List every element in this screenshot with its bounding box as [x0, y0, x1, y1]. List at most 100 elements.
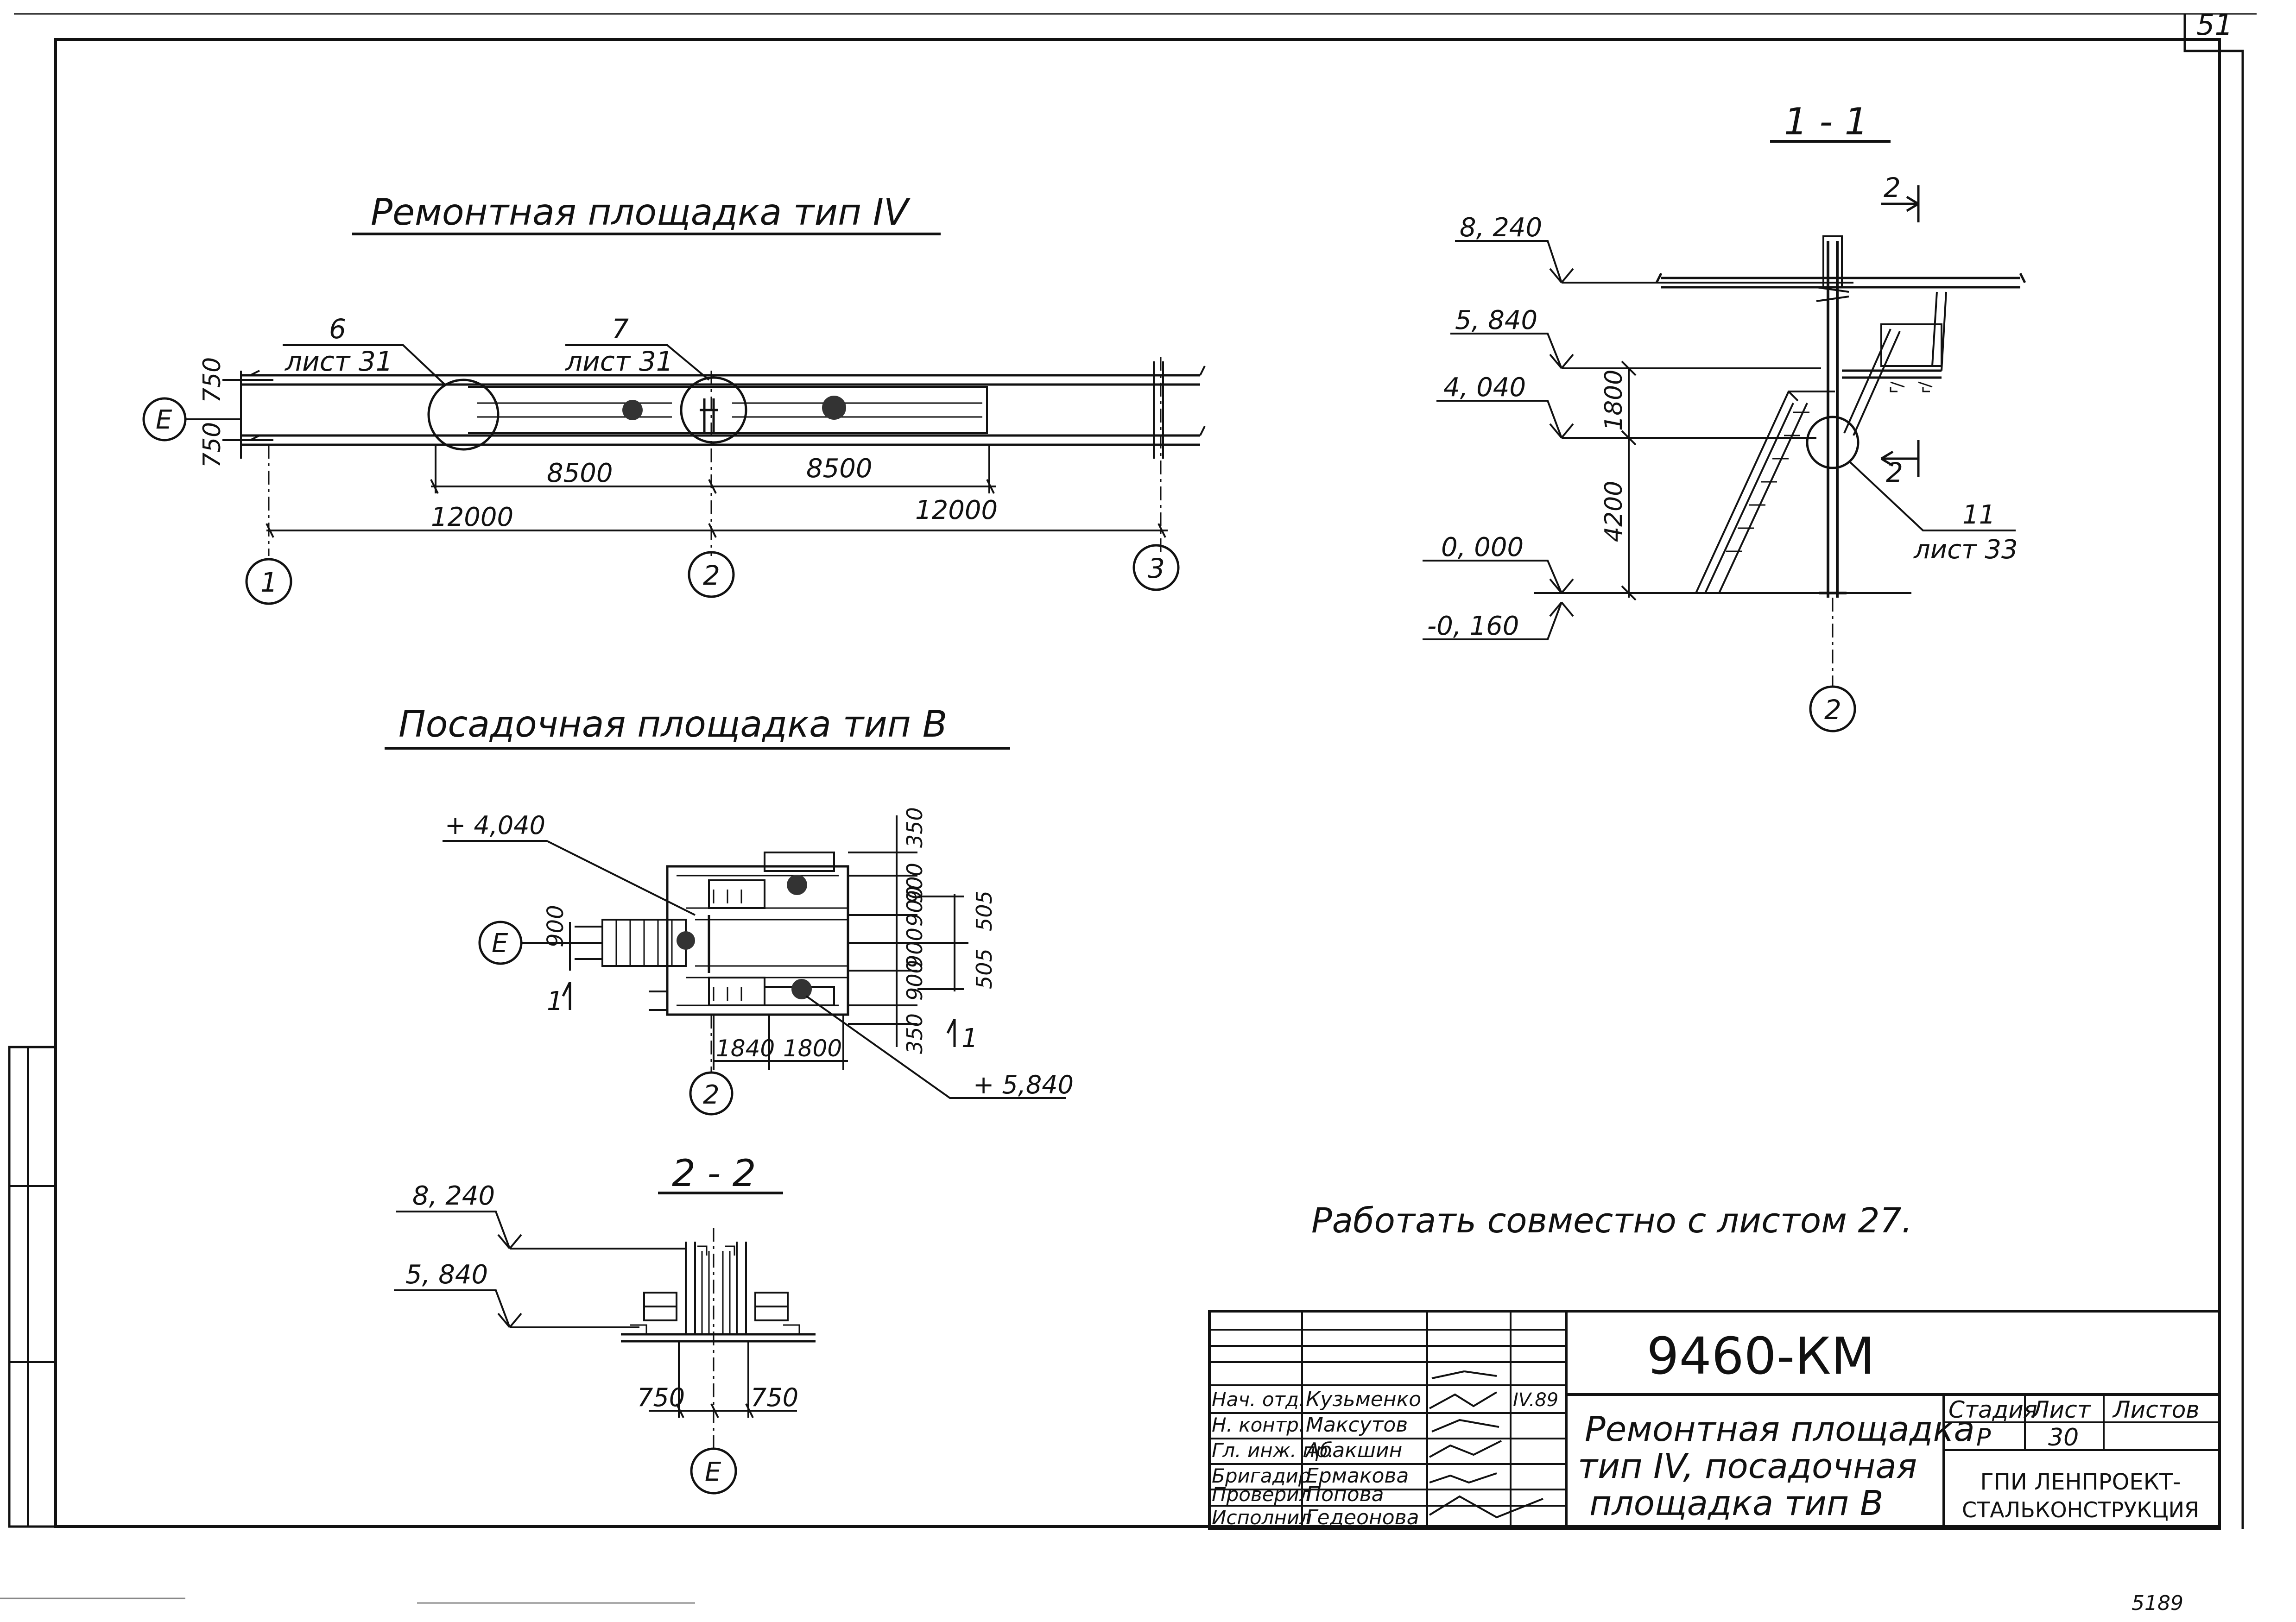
axis-bubble-1	[245, 558, 292, 605]
section-1-1-level-8240: 8, 240	[1460, 213, 1542, 243]
landing-platform-title: Посадочная площадка тип В	[398, 704, 947, 745]
landing-dim-far-right-2: 505	[972, 948, 997, 989]
repair-platform-title: Ремонтная площадка тип IV	[371, 192, 911, 234]
section-1-1-level-5840: 5, 840	[1455, 305, 1537, 335]
axis-bubble-3	[1132, 544, 1180, 591]
landing-dim-right-4: 900	[902, 928, 927, 968]
axis-bubble-2	[688, 551, 735, 598]
grating-hatch	[677, 931, 695, 950]
landing-dim-right-6: 350	[902, 1013, 927, 1054]
section-1-1-cut-mark-bottom: 2	[1886, 457, 1903, 488]
section-2-2-title: 2 - 2	[672, 1152, 756, 1195]
section-1-1-dim-1800: 1800	[1600, 370, 1628, 431]
axis-3-label: 3	[1148, 553, 1165, 584]
grating-hatch	[787, 875, 807, 895]
title-block-sheet-header: Лист	[2031, 1396, 2092, 1423]
landing-dim-far-right-1: 505	[972, 890, 997, 931]
signature-table: Нач. отд.Кузьменко IV.89 Н. контр.Максутов…	[1212, 1388, 1558, 1529]
signature-role: Гл. инж. пр.	[1212, 1439, 1334, 1462]
dim-8500-left: 8500	[547, 458, 613, 488]
axis-row-label: Е	[156, 405, 172, 435]
dim-750-top: 750	[198, 357, 226, 403]
section-2-2-axis-bubble	[690, 1447, 737, 1495]
signature-role: Н. контр.	[1212, 1414, 1305, 1436]
signature-role: Бригадир	[1212, 1464, 1311, 1487]
title-block-description-line3: площадка тип В	[1589, 1483, 1884, 1523]
level-plus-4040: + 4,040	[445, 811, 545, 840]
callout-11-number: 11	[1962, 500, 1995, 530]
section-1-1-axis-label: 2	[1824, 694, 1841, 726]
axis-2-label: 2	[703, 560, 720, 591]
callout-circle-6	[427, 379, 500, 451]
landing-dim-right-2: 900	[902, 863, 927, 903]
landing-dim-1800: 1800	[783, 1035, 842, 1062]
landing-axis-col-bubble	[689, 1071, 734, 1116]
callout-11-ref: лист 33	[1913, 535, 2018, 565]
platform-beams	[241, 361, 1206, 459]
callout-6-number: 6	[329, 313, 346, 345]
section-2-2-dim-750-left: 750	[637, 1383, 685, 1412]
dim-12000-left: 12000	[431, 502, 513, 532]
section-2-2-axis-label: Е	[705, 1457, 721, 1487]
landing-dim-1840: 1840	[716, 1035, 775, 1062]
level-plus-5840: + 5,840	[973, 1070, 1074, 1099]
title-block-organization-line2: СТАЛЬКОНСТРУКЦИЯ	[1962, 1497, 2199, 1522]
archive-number: 5189	[2132, 1591, 2183, 1615]
section-1-1-axis-bubble	[1809, 685, 1856, 732]
section-1-1-title: 1 - 1	[1784, 100, 1868, 143]
signature-role: Исполнил	[1212, 1506, 1312, 1529]
title-block-stage-value: Р	[1976, 1424, 1991, 1452]
title-block-sheets-header: Листов	[2112, 1396, 2200, 1423]
title-block: Нач. отд.Кузьменко IV.89 Н. контр.Максутов…	[1208, 1310, 2221, 1530]
signature-name: Максутов	[1306, 1413, 1408, 1437]
grating-hatch	[822, 396, 846, 420]
signature-role: Проверил	[1212, 1483, 1311, 1506]
section-2-2-level-5840: 5, 840	[405, 1260, 488, 1290]
landing-section-mark-right: 1	[961, 1023, 978, 1054]
section-1-1: 1 - 1 8, 240 5, 840 4, 040 0, 000 -0, 16…	[1423, 100, 2026, 732]
signature-role: Нач. отд.	[1212, 1388, 1305, 1411]
landing-structure	[575, 852, 849, 1016]
grating-hatch	[622, 400, 643, 420]
callout-7-ref: лист 31	[565, 346, 673, 377]
landing-dim-right-5: 900	[902, 960, 927, 1001]
landing-section-mark-left: 1	[547, 986, 563, 1016]
dim-8500-right: 8500	[806, 454, 873, 484]
landing-platform-plan: Посадочная площадка тип В + 4,040 Е 900	[385, 704, 1074, 1116]
section-2-2: 2 - 2 8, 240 5, 840 750 750 Е	[394, 1152, 816, 1495]
callout-6-ref: лист 31	[285, 346, 393, 377]
landing-axis-col-label: 2	[703, 1080, 720, 1110]
callout-circle-11	[1806, 416, 1860, 469]
landing-dim-right-1: 350	[902, 807, 927, 848]
dim-12000-right: 12000	[915, 495, 998, 525]
section-1-1-level-4040: 4, 040	[1443, 372, 1526, 403]
repair-platform-plan: Ремонтная площадка тип IV 6 лист 31 7 ли…	[142, 192, 1206, 605]
drawing-note: Работать совместно с листом 27.	[1311, 1201, 1912, 1241]
grating-hatch	[791, 979, 812, 999]
sheet-number-corner: 51	[2196, 8, 2233, 42]
landing-dim-left-900: 900	[543, 905, 569, 947]
callout-circle-7	[680, 376, 747, 444]
sheet-frame	[0, 13, 2257, 1604]
section-1-1-cut-mark-top: 2	[1884, 172, 1901, 203]
title-block-description-line2: тип IV, посадочная	[1578, 1446, 1917, 1486]
signature-date: IV.89	[1513, 1389, 1558, 1411]
title-block-code: 9460-КМ	[1647, 1326, 1875, 1386]
signature-name: Гедеонова	[1306, 1506, 1419, 1529]
landing-axis-row-label: Е	[492, 928, 508, 959]
title-block-description-line1: Ремонтная площадка	[1585, 1409, 1975, 1449]
signature-name: Ермакова	[1306, 1464, 1409, 1488]
axis-1-label: 1	[260, 567, 278, 598]
signature-name: Абакшин	[1304, 1439, 1402, 1462]
dim-750-bottom: 750	[198, 422, 226, 468]
section-1-1-structure	[1655, 235, 2026, 598]
section-2-2-dim-750-right: 750	[751, 1383, 798, 1412]
callout-7-number: 7	[612, 313, 629, 345]
signature-name: Попова	[1306, 1483, 1384, 1506]
section-2-2-structure	[621, 1242, 816, 1343]
section-2-2-level-8240: 8, 240	[412, 1181, 495, 1211]
section-1-1-level-0000: 0, 000	[1441, 532, 1524, 562]
title-block-sheet-value: 30	[2048, 1424, 2079, 1452]
signature-name: Кузьменко	[1306, 1388, 1421, 1411]
